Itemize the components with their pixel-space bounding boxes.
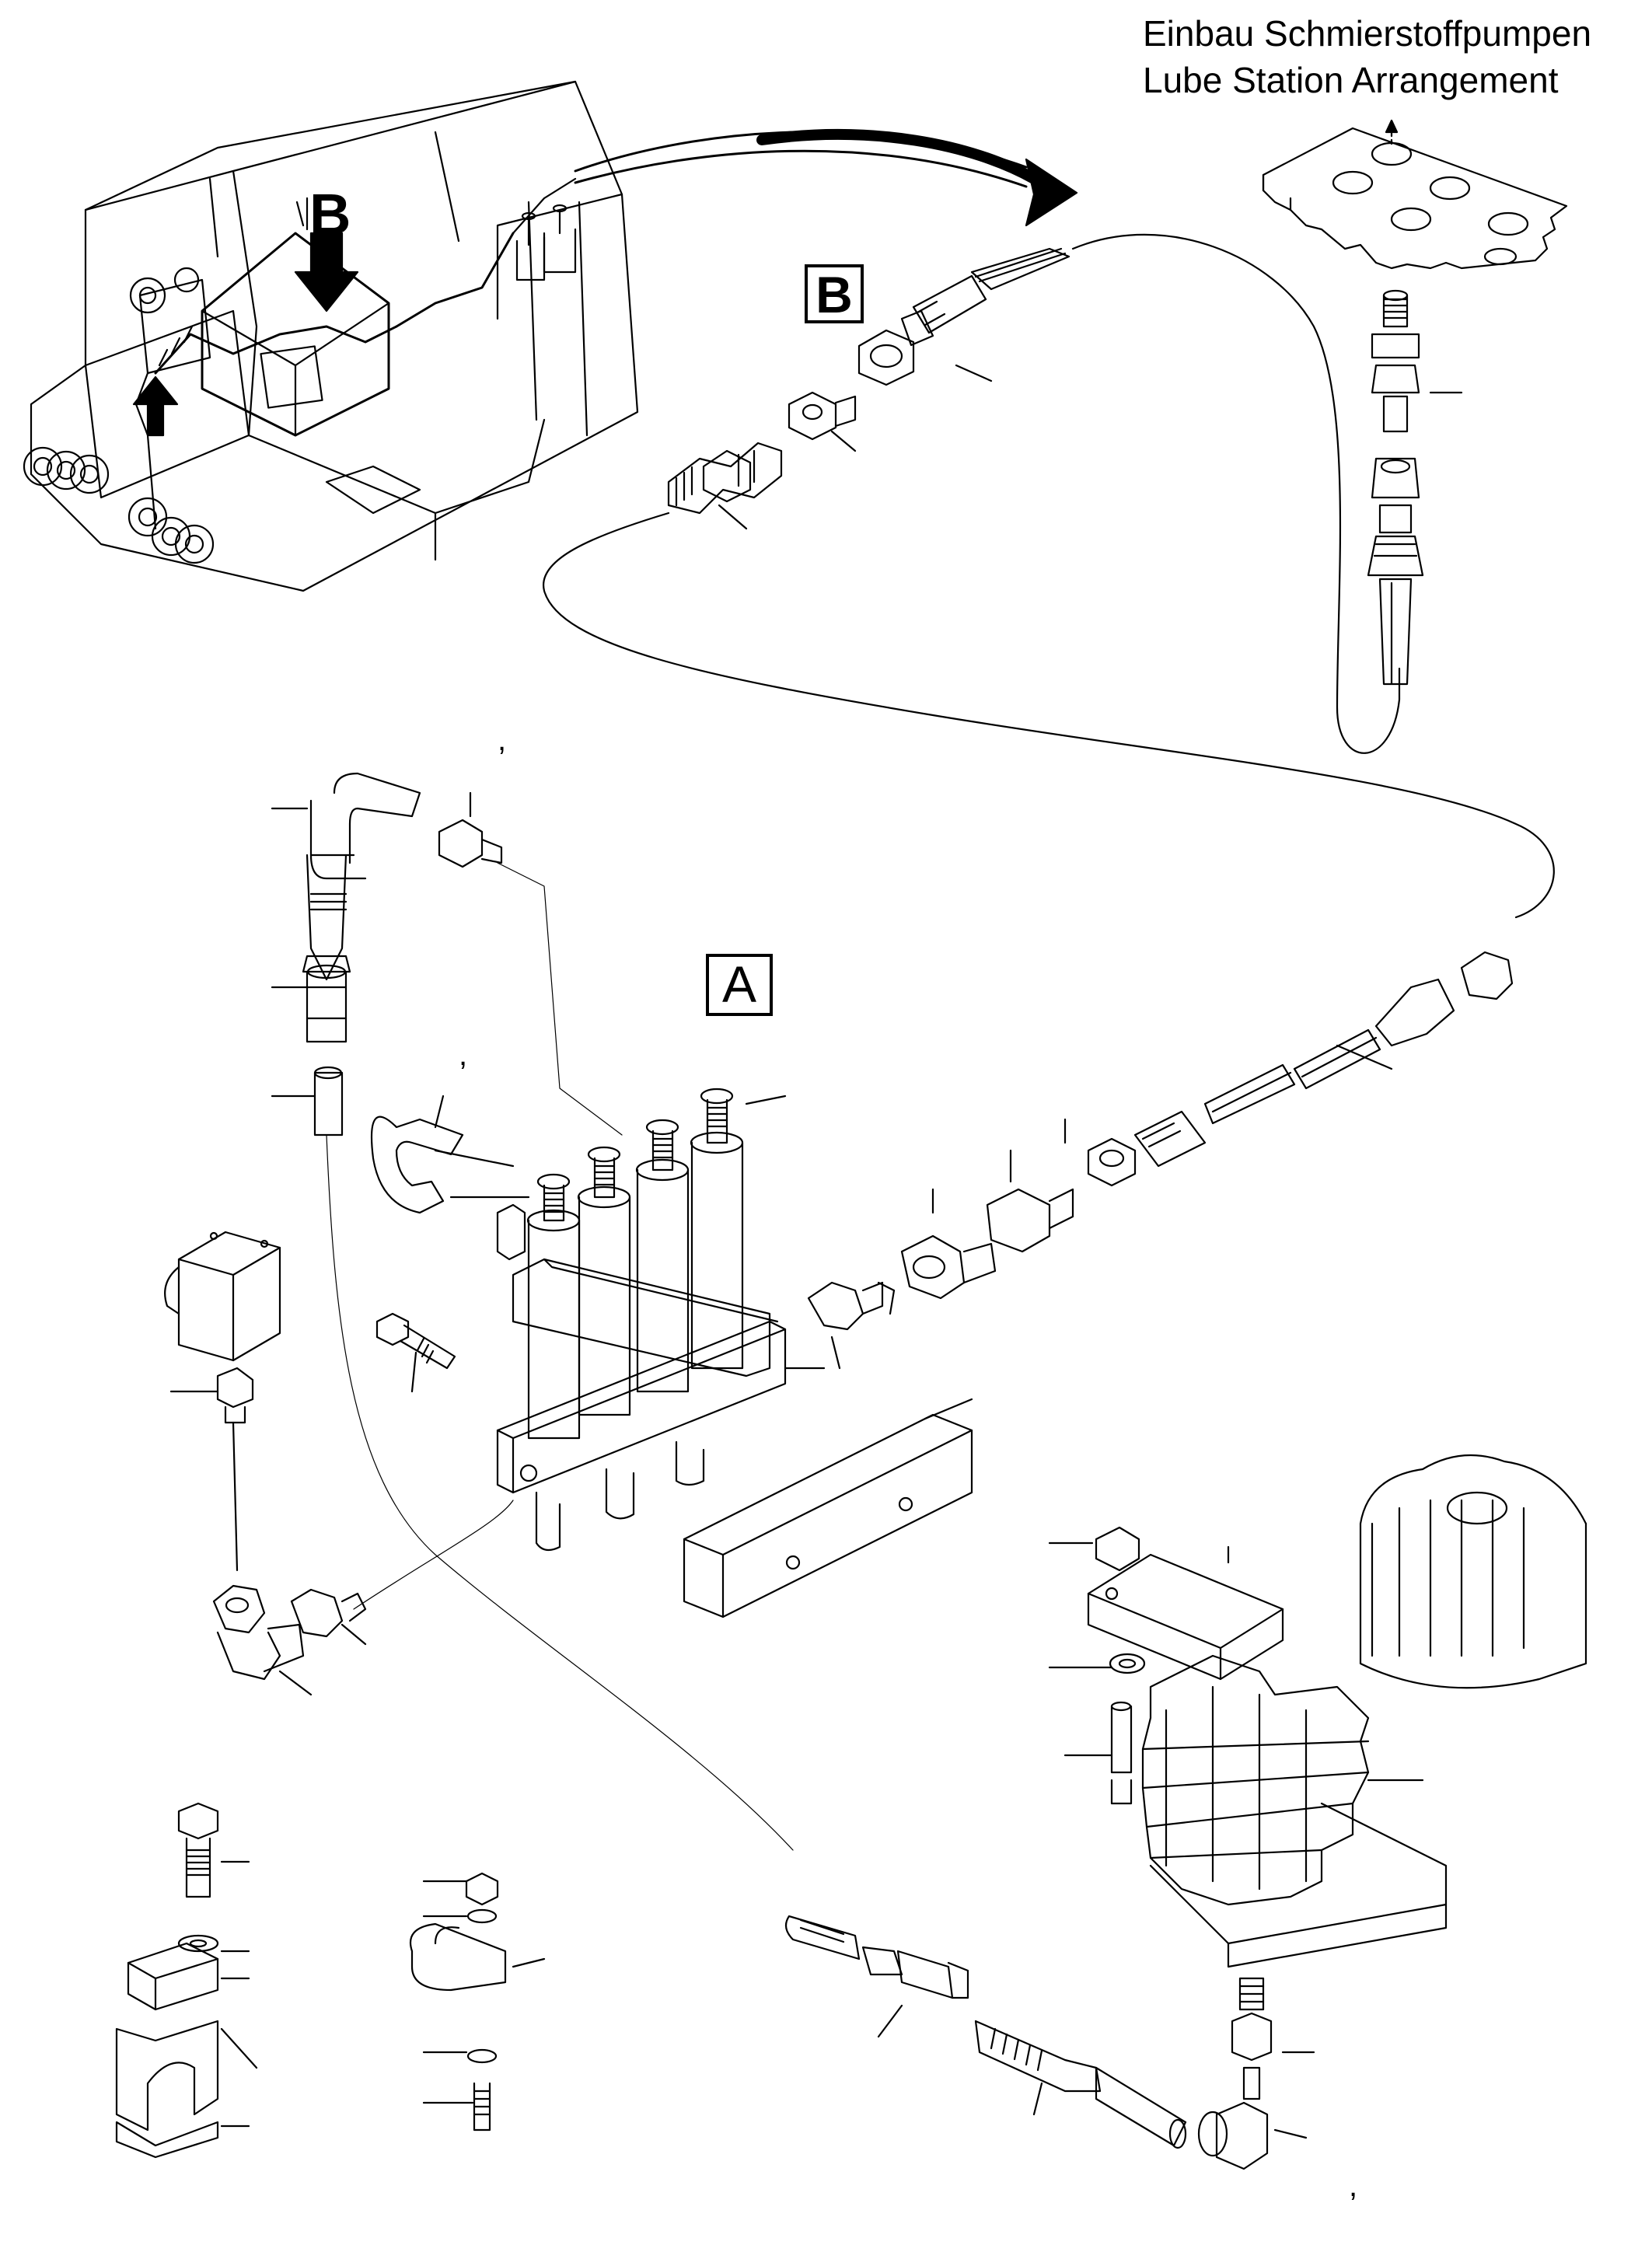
pump-cylinder-4 bbox=[691, 1089, 742, 1368]
detail-b-callout: B bbox=[805, 264, 864, 323]
fitting-chain-a bbox=[809, 952, 1512, 1368]
arrow-up-icon bbox=[134, 377, 177, 435]
small-fitting-upper bbox=[439, 793, 501, 867]
mounting-rail bbox=[684, 1399, 972, 1617]
hex-bolt bbox=[377, 1314, 455, 1391]
detail-b-assembly bbox=[543, 235, 1554, 917]
pipe-clamp-assembly bbox=[117, 1803, 257, 2157]
tick-mark: , bbox=[498, 723, 507, 757]
machine-pump-block bbox=[517, 205, 575, 280]
pump-cylinder-2 bbox=[578, 1147, 630, 1415]
title-german: Einbau Schmierstoffpumpen bbox=[1143, 13, 1592, 54]
u-bolt bbox=[372, 1096, 529, 1213]
elbow-fitting bbox=[214, 1500, 513, 1695]
vertical-fitting-stack bbox=[1368, 291, 1462, 684]
pump-cylinder-1 bbox=[528, 1175, 579, 1438]
title-english: Lube Station Arrangement bbox=[1143, 60, 1559, 100]
roller-set-left bbox=[24, 448, 213, 563]
pump-block-assembly bbox=[498, 1089, 824, 1550]
curved-transfer-arrow-icon bbox=[575, 132, 1077, 225]
p-clip-assembly bbox=[410, 1873, 544, 2130]
lube-station-plate bbox=[1263, 120, 1566, 268]
gear-fittings-bottom bbox=[1199, 1978, 1314, 2169]
pump-cylinder-3 bbox=[637, 1120, 688, 1391]
gear-large bbox=[1360, 1455, 1586, 1688]
detail-a-callout: A bbox=[706, 954, 773, 1016]
solenoid-valve bbox=[165, 1232, 280, 1570]
machine-overview bbox=[24, 82, 637, 591]
arrow-down-b-icon bbox=[295, 233, 358, 311]
lower-tube-fitting bbox=[786, 1916, 1186, 2148]
sprocket-stack bbox=[1050, 1528, 1446, 1967]
tick-mark: , bbox=[1349, 2169, 1358, 2203]
tick-mark: , bbox=[459, 1038, 468, 1072]
bent-tube-assembly bbox=[272, 773, 420, 1135]
machine-view-b-label: B bbox=[309, 182, 351, 246]
